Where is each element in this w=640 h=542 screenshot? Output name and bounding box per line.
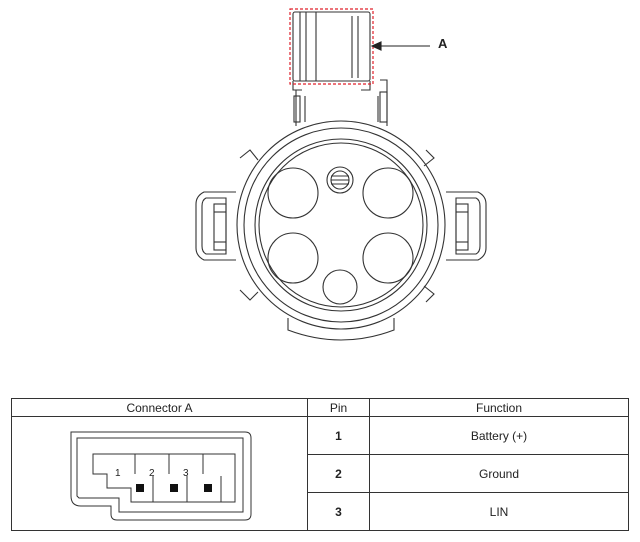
pin-label-3: 3 [183, 468, 189, 479]
header-connector: Connector A [11, 398, 308, 417]
connector-housing [292, 11, 371, 82]
pin-label-2: 2 [149, 468, 155, 479]
pin-function: Battery (+) [369, 416, 629, 455]
callout-label-a: A [438, 36, 448, 51]
callout-arrow [370, 41, 430, 51]
header-function: Function [369, 398, 629, 417]
pin-terminal-2 [169, 483, 178, 492]
hole-top-right [362, 167, 414, 219]
pin-number: 3 [307, 492, 370, 531]
hole-bottom-right [362, 232, 414, 284]
pin-number: 1 [307, 416, 370, 455]
pin-function: LIN [369, 492, 629, 531]
table-row: 3 LIN [12, 492, 629, 531]
pin-function: Ground [369, 454, 629, 493]
header-pin: Pin [307, 398, 370, 417]
connector-face-cell: 1 2 3 [11, 416, 308, 531]
table-header-row: Connector A Pin Function [11, 398, 629, 417]
hole-bottom-center [322, 269, 358, 305]
connector-highlight [289, 8, 374, 85]
threaded-hole [326, 166, 354, 194]
pin-terminal-1 [135, 483, 144, 492]
connector-face-diagram: 1 2 3 [70, 431, 251, 520]
table-row: 1 2 3 1 Battery (+) [11, 416, 629, 531]
part-drawing [195, 8, 487, 341]
hole-top-left [267, 167, 319, 219]
hole-bottom-left [267, 232, 319, 284]
table-row: 2 Ground [12, 454, 629, 493]
pin-number: 2 [307, 454, 370, 493]
pin-label-1: 1 [115, 468, 121, 479]
pin-table: Connector A Pin Function [11, 398, 629, 531]
pin-terminal-3 [203, 483, 212, 492]
